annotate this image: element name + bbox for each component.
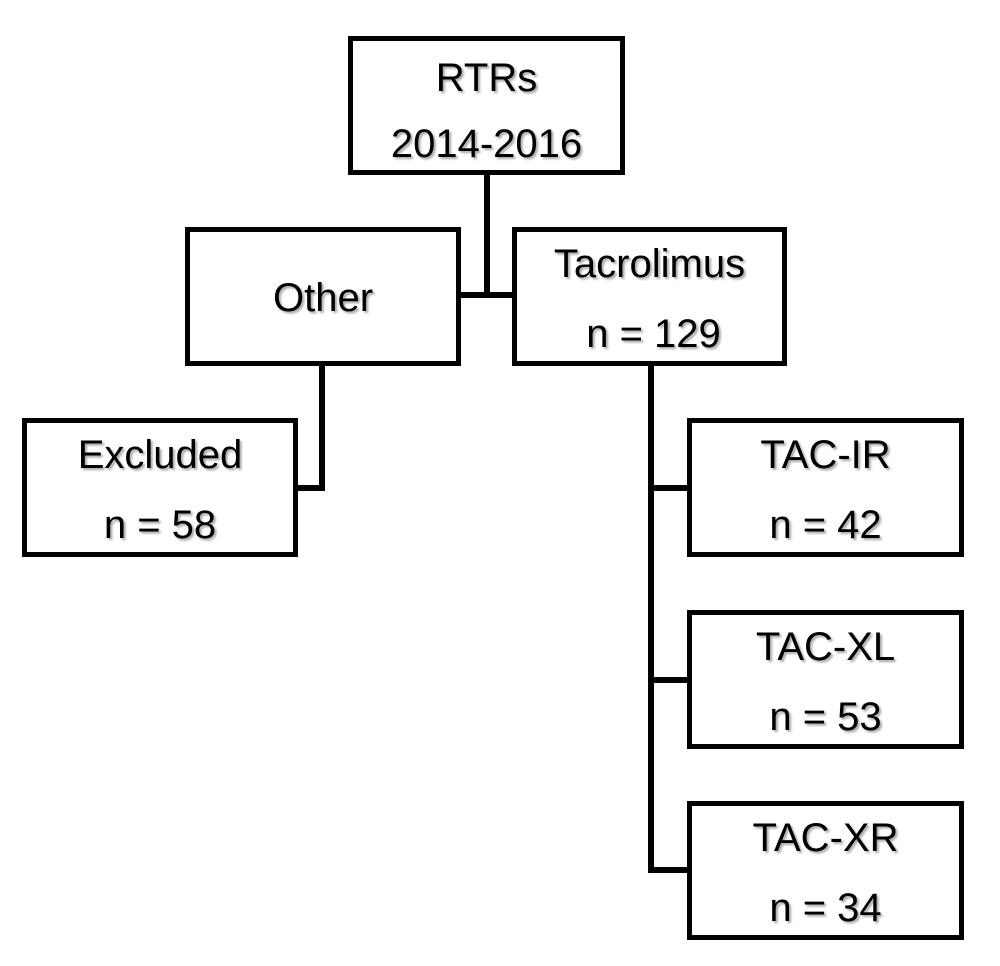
connector-excluded [294, 485, 325, 491]
tac-xr-box: TAC-XR n = 34 [687, 801, 964, 940]
other-label: Other [272, 276, 374, 320]
excluded-count: n = 58 [103, 503, 217, 547]
tac-xl-label: TAC-XL [755, 625, 896, 669]
root-title: RTRs [435, 56, 538, 100]
tac-ir-box: TAC-IR n = 42 [687, 418, 964, 557]
tacrolimus-box: Tacrolimus n = 129 [512, 227, 787, 366]
tac-xr-count: n = 34 [769, 886, 882, 930]
other-box: Other [185, 227, 461, 366]
connector-other-down [319, 364, 325, 491]
connector-tac-ir [648, 485, 690, 491]
connector-tac-xl [648, 677, 690, 683]
tac-ir-label: TAC-IR [760, 433, 891, 477]
tac-xl-box: TAC-XL n = 53 [687, 610, 964, 749]
connector-other-tacrolimus [458, 292, 516, 298]
connector-root-down [484, 172, 490, 297]
root-years: 2014-2016 [390, 122, 583, 166]
tac-ir-count: n = 42 [769, 503, 882, 547]
tac-xr-label: TAC-XR [752, 816, 899, 860]
excluded-box: Excluded n = 58 [22, 418, 298, 557]
excluded-label: Excluded [77, 433, 243, 477]
tac-xl-count: n = 53 [769, 695, 882, 739]
root-box: RTRs 2014-2016 [348, 36, 625, 175]
tacrolimus-label: Tacrolimus [553, 242, 746, 286]
connector-tacrolimus-trunk [648, 364, 654, 873]
tacrolimus-count: n = 129 [586, 312, 721, 356]
connector-tac-xr [648, 867, 690, 873]
